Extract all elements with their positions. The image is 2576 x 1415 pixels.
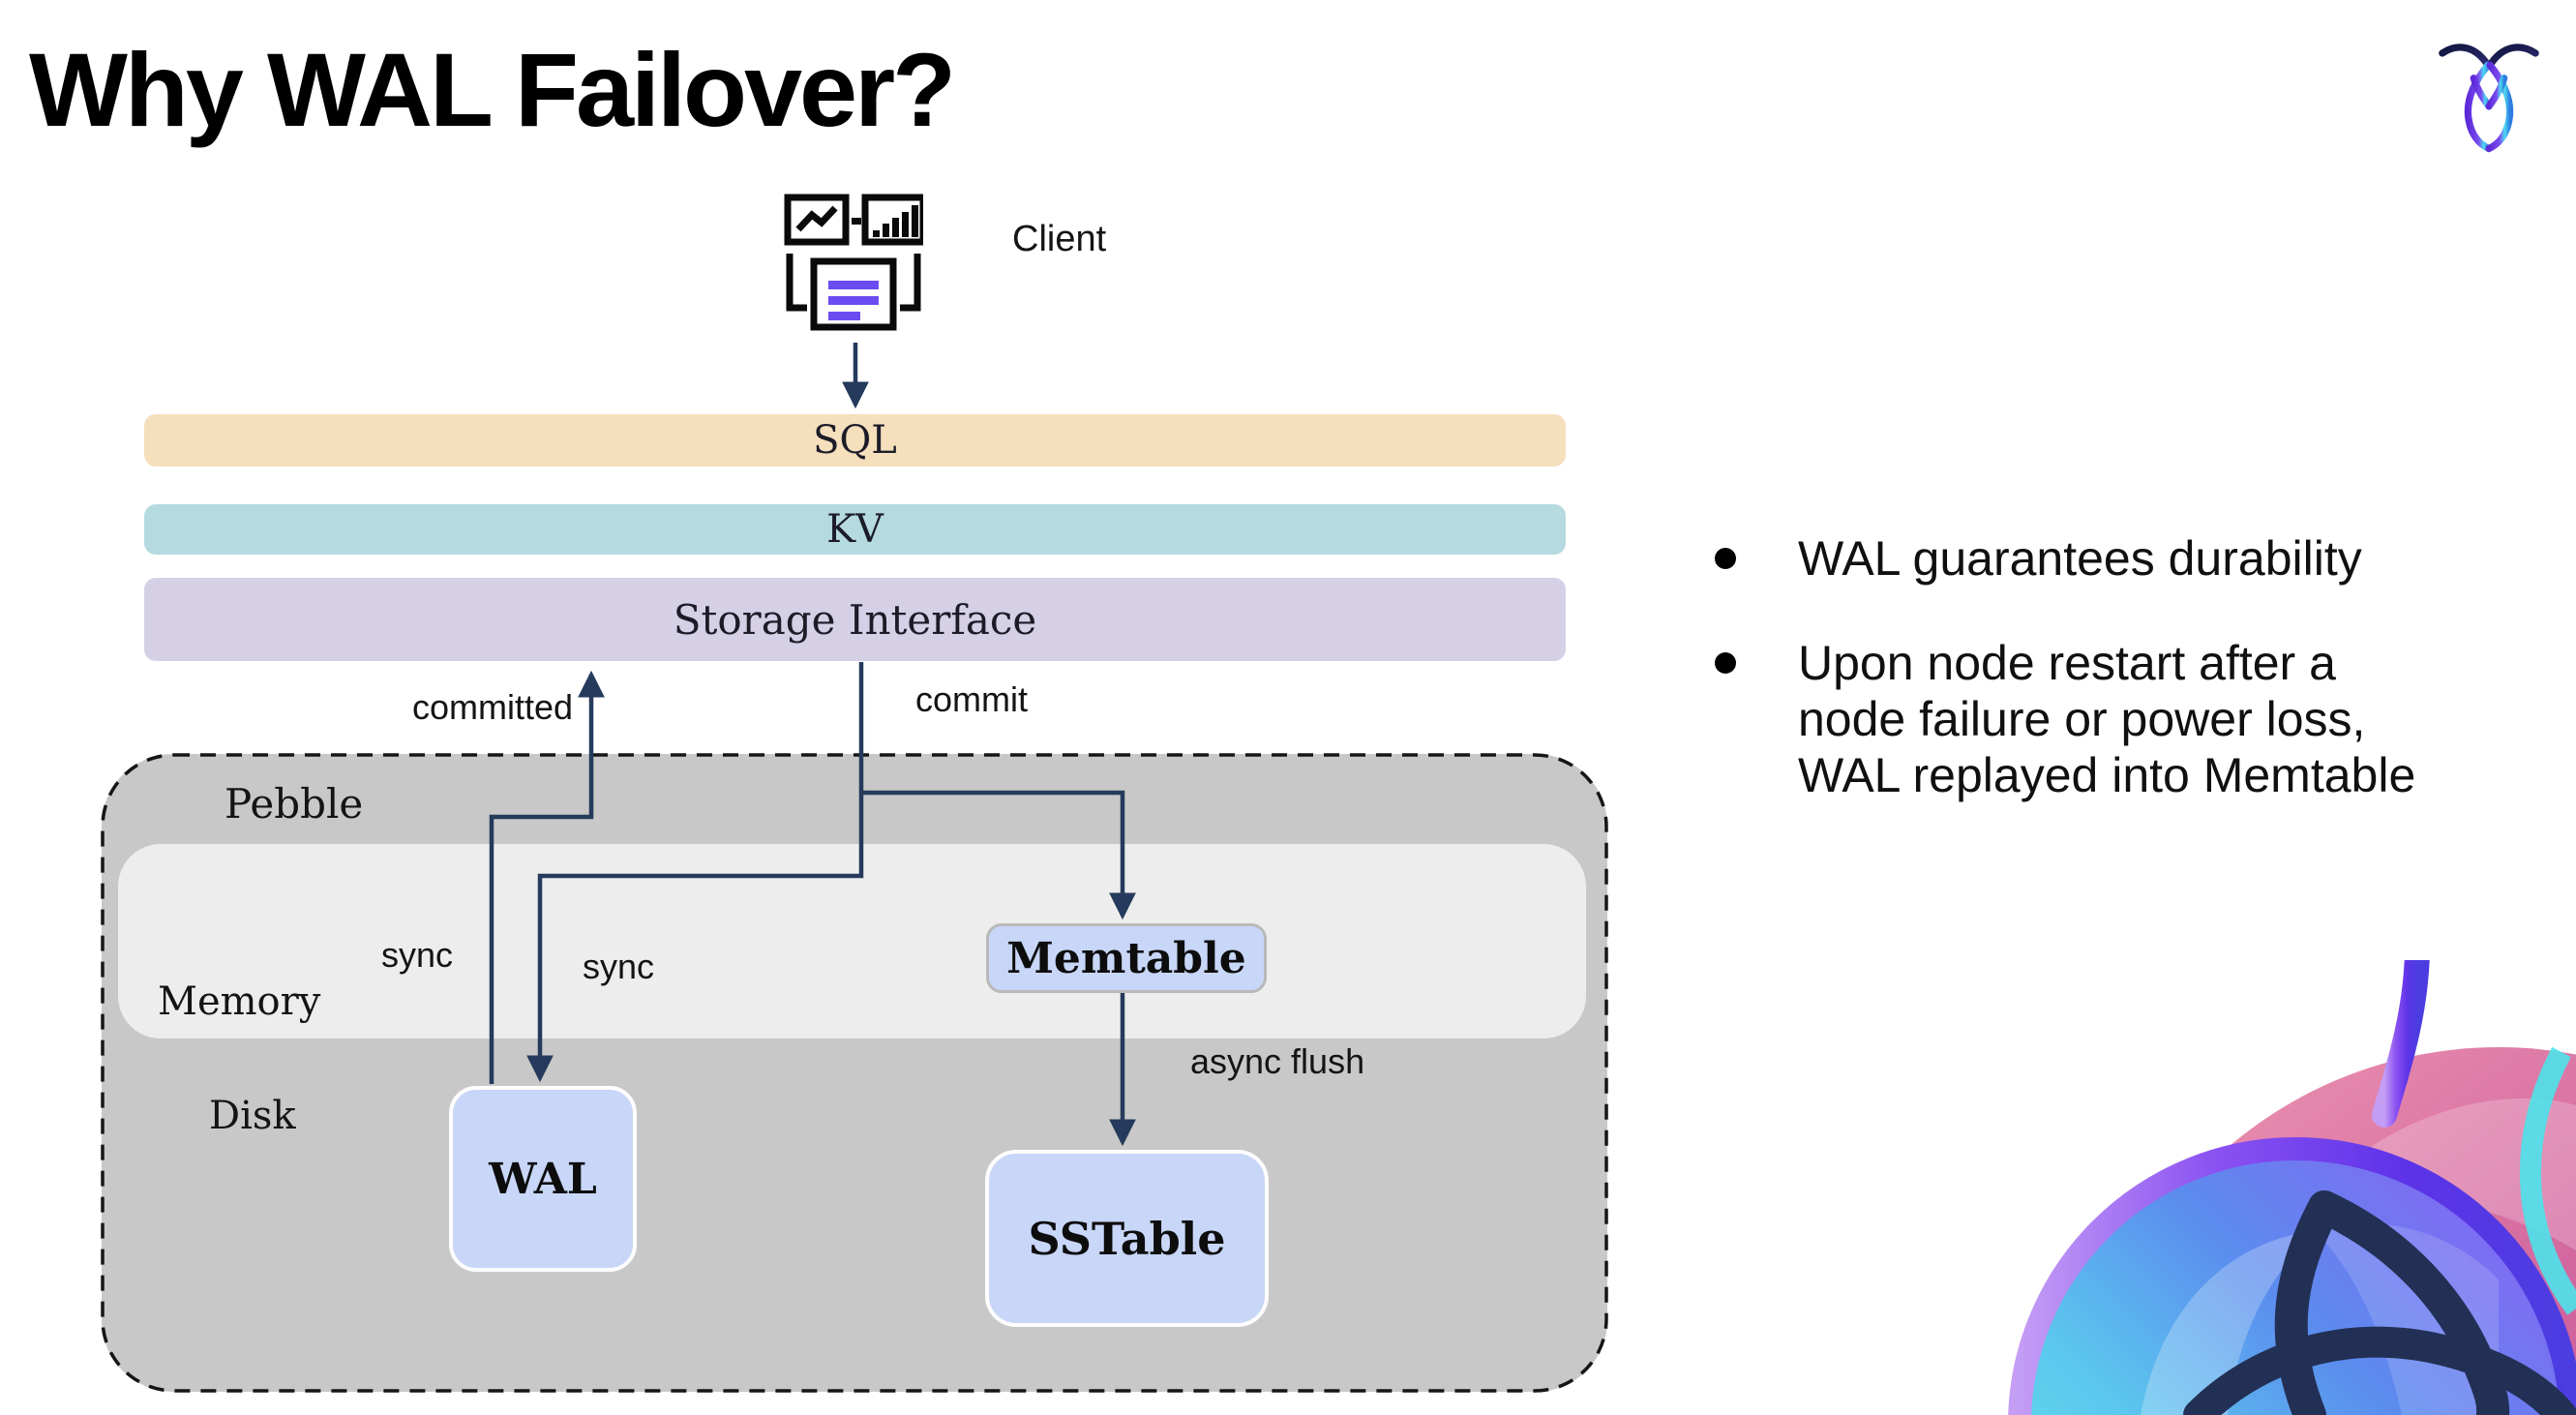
- edge-label-async-flush: async flush: [1190, 1041, 1365, 1081]
- bullet-2-line-3: WAL replayed into Memtable: [1798, 748, 2416, 802]
- wal-node-label: WAL: [489, 1154, 597, 1204]
- edge-label-sync-right: sync: [583, 947, 655, 986]
- bullet-2-line-1: Upon node restart after a: [1798, 636, 2336, 690]
- layer-sql-label: SQL: [813, 418, 897, 463]
- edge-label-commit: commit: [915, 679, 1028, 719]
- layer-kv: KV: [144, 504, 1566, 555]
- sstable-node-label: SSTable: [1028, 1212, 1226, 1265]
- wal-node: WAL: [449, 1086, 637, 1272]
- layer-kv-label: KV: [826, 507, 884, 552]
- memtable-node-label: Memtable: [1006, 933, 1246, 983]
- edge-label-sync-left: sync: [381, 935, 454, 975]
- sstable-node: SSTable: [985, 1150, 1269, 1327]
- bullet-list: WAL guarantees durability Upon node rest…: [1715, 530, 2557, 803]
- line-chart-icon: [784, 194, 850, 246]
- memory-zone-label: Memory: [158, 979, 321, 1024]
- memtable-node: Memtable: [986, 923, 1267, 993]
- bullet-1-line-1: WAL guarantees durability: [1798, 531, 2362, 586]
- cockroachdb-logo-icon: [2439, 44, 2539, 153]
- layer-storage-interface-label: Storage Interface: [673, 595, 1037, 644]
- list-item: WAL guarantees durability: [1715, 530, 2557, 587]
- pebble-label: Pebble: [225, 780, 364, 828]
- slide-title: Why WAL Failover?: [29, 31, 956, 148]
- bullet-dot: [1715, 652, 1736, 674]
- bullet-2-line-2: node failure or power loss,: [1798, 692, 2366, 746]
- bullet-dot: [1715, 548, 1736, 569]
- edge-label-committed: committed: [411, 687, 573, 727]
- client-apps-icon: [784, 194, 923, 331]
- memory-zone-band: [118, 844, 1586, 1039]
- list-item: Upon node restart after a node failure o…: [1715, 635, 2557, 803]
- layer-sql: SQL: [144, 414, 1566, 467]
- disk-zone-label: Disk: [209, 1094, 296, 1138]
- corner-brand-art: [2008, 960, 2576, 1415]
- layer-storage-interface: Storage Interface: [144, 578, 1566, 661]
- client-label: Client: [1012, 219, 1107, 259]
